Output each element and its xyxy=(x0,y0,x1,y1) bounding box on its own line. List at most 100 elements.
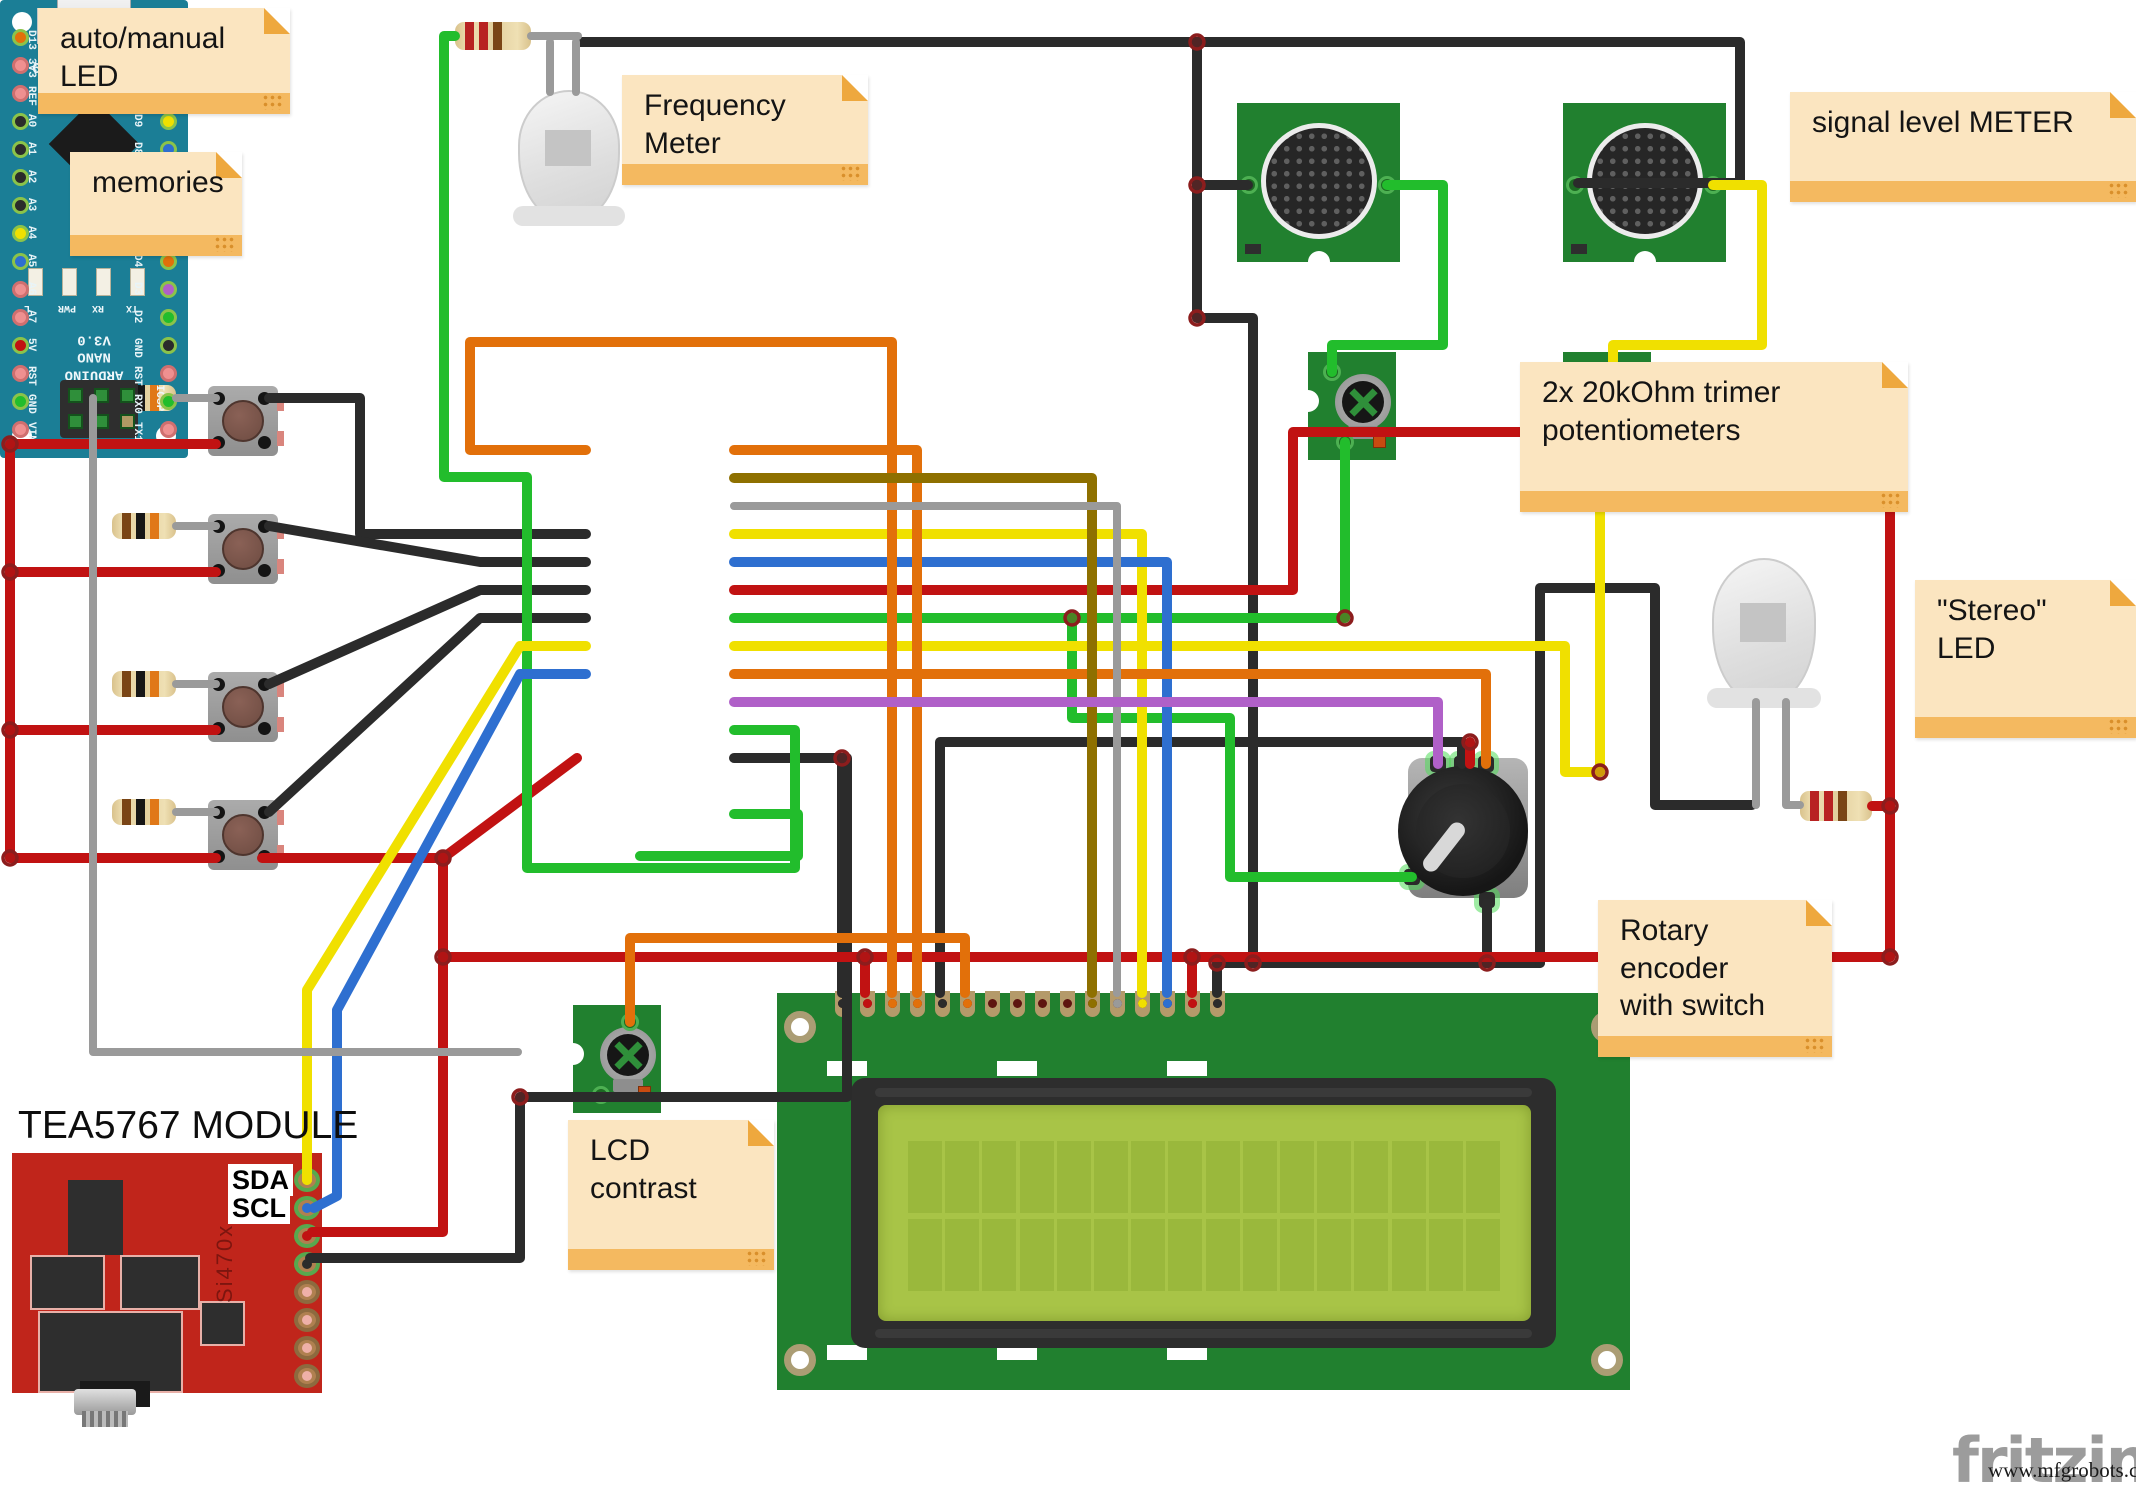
speaker-pin xyxy=(1378,176,1396,194)
led-flange xyxy=(1707,688,1821,708)
trimmer-pin xyxy=(621,1013,639,1031)
tea-pin-8 xyxy=(294,1364,320,1388)
lcd-char-cell xyxy=(1428,1141,1463,1213)
memory-button-3[interactable] xyxy=(208,672,284,742)
trimmer-screw[interactable] xyxy=(1335,374,1391,430)
button-cap[interactable] xyxy=(222,686,264,728)
pcb-notch xyxy=(1307,251,1330,273)
encoder-pin xyxy=(1479,892,1495,908)
nano-pin-d9 xyxy=(160,113,177,130)
jack-barrel xyxy=(74,1389,136,1415)
trimmer-screw[interactable] xyxy=(600,1027,656,1083)
button-nub xyxy=(277,717,284,732)
smd-part xyxy=(1245,244,1261,254)
note-fold-icon xyxy=(1806,900,1832,926)
wire-d12-lcd4 xyxy=(729,445,922,998)
button-pin xyxy=(212,564,225,577)
nano-pin-label: 3V3 xyxy=(25,58,37,78)
icsp-pin xyxy=(68,388,83,403)
nano-pin-label: 5V xyxy=(25,338,37,352)
lcd-char-cell xyxy=(1056,1141,1091,1213)
lcd-char-cell xyxy=(1391,1219,1426,1291)
tea-part xyxy=(120,1255,200,1310)
tea-pin-1 xyxy=(294,1168,320,1192)
pcb-notch xyxy=(1633,251,1656,273)
wire-d3-encoder xyxy=(729,697,1443,769)
memory-button-4[interactable] xyxy=(208,800,284,870)
nano-pin-label: A0 xyxy=(25,114,37,128)
tea-pin-6 xyxy=(294,1308,320,1332)
note-fold-icon xyxy=(2110,580,2136,606)
note-text: signal level METER xyxy=(1812,104,2106,142)
button-pin xyxy=(258,678,271,691)
lcd-char-cell xyxy=(1428,1219,1463,1291)
wire-junction xyxy=(1,721,19,739)
lcd-pin-hole xyxy=(1213,999,1222,1008)
trimmer-pin xyxy=(592,1086,610,1104)
note-strip xyxy=(1520,491,1908,512)
nano-pin-label: D2 xyxy=(131,310,143,324)
wire-junction xyxy=(1591,763,1609,781)
wire-junction xyxy=(856,948,874,966)
nano-pin-d2 xyxy=(160,309,177,326)
tea-part xyxy=(30,1255,105,1310)
memory-button-2[interactable] xyxy=(208,514,284,584)
lcd-tab xyxy=(827,1061,867,1076)
lcd-char-cell xyxy=(1280,1219,1314,1291)
lcd-char-cell xyxy=(945,1219,980,1291)
button-pin xyxy=(212,520,225,533)
nano-pin-label: VIN xyxy=(25,422,37,442)
button-pin xyxy=(258,564,271,577)
wire-d10-lcd12 xyxy=(730,502,1121,997)
lcd-char-cell xyxy=(1205,1219,1240,1291)
wire-junction xyxy=(1881,948,1899,966)
tea-ic-small xyxy=(200,1301,245,1346)
nano-pin-label: TX1 xyxy=(131,422,143,442)
lcd-pin-9 xyxy=(1035,991,1050,1017)
nano-pin-label: RST xyxy=(131,366,143,386)
lcd-pin-14 xyxy=(1160,991,1175,1017)
icsp-header xyxy=(60,380,138,438)
tea5767-title: TEA5767 MODULE xyxy=(18,1104,359,1147)
note-fold-icon xyxy=(842,75,868,101)
nano-pin-5v xyxy=(12,337,29,354)
note-grip-dots xyxy=(214,236,236,252)
nano-pin-3v3 xyxy=(12,57,29,74)
tea-pin-hole xyxy=(302,1287,312,1297)
encoder-knob[interactable] xyxy=(1398,766,1528,896)
note-line: Rotary encoder xyxy=(1620,914,1729,985)
button-nub xyxy=(277,845,284,860)
lcd-char-cell xyxy=(1317,1219,1352,1291)
note-text: auto/manual LED xyxy=(60,20,260,95)
button-cap[interactable] xyxy=(222,400,264,442)
nano-pin-label: GND xyxy=(25,394,37,414)
memory-button-1[interactable] xyxy=(208,386,284,456)
lcd-pin-12 xyxy=(1110,991,1125,1017)
lcd-pin-hole xyxy=(963,999,972,1008)
button-pin xyxy=(258,850,271,863)
wire-d4-encoder xyxy=(729,669,1491,769)
lcd-16x2-module xyxy=(777,991,1630,1390)
wire-junction xyxy=(1478,954,1496,972)
button-cap[interactable] xyxy=(222,528,264,570)
rotary-encoder[interactable] xyxy=(1398,756,1528,908)
note-fold-icon xyxy=(264,8,290,34)
resistor-10k-4 xyxy=(112,799,176,825)
wire-junction xyxy=(1461,733,1479,751)
nano-pin-a0 xyxy=(12,113,29,130)
lcd-char-cell xyxy=(982,1219,1017,1291)
button-nub xyxy=(277,524,284,539)
stereo-led xyxy=(1707,558,1821,708)
mounting-hole xyxy=(12,12,32,32)
button-nub xyxy=(277,396,284,411)
speaker-pin xyxy=(1240,176,1258,194)
lcd-char-cell xyxy=(1131,1141,1166,1213)
wire-junction xyxy=(1,563,19,581)
lcd-pin-hole xyxy=(863,999,872,1008)
lcd-pin-2 xyxy=(860,991,875,1017)
lcd-char-cell xyxy=(945,1141,980,1213)
note-line: LED xyxy=(1937,631,1996,665)
button-cap[interactable] xyxy=(222,814,264,856)
